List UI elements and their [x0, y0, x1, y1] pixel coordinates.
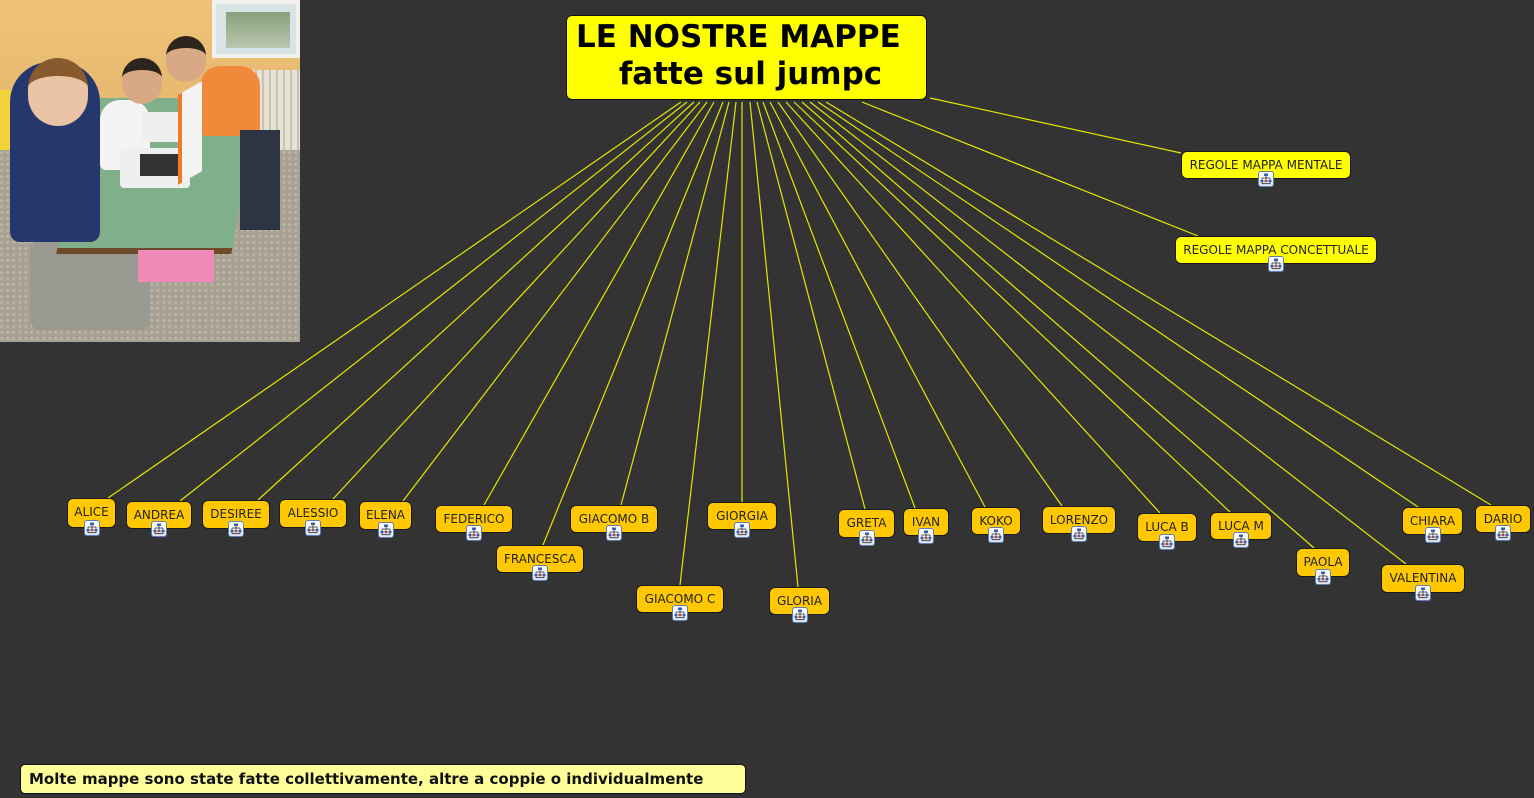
concept-map-icon[interactable] — [1258, 171, 1274, 187]
node-desiree[interactable]: DESIREE — [202, 500, 270, 537]
node-label: KOKO — [979, 514, 1013, 528]
link-desiree — [257, 101, 695, 501]
classroom-photo — [0, 0, 300, 342]
concept-map-icon[interactable] — [1315, 569, 1331, 585]
concept-map-icon[interactable] — [1233, 532, 1249, 548]
node-luca-m[interactable]: LUCA M — [1210, 512, 1272, 548]
node-label: GIACOMO B — [578, 512, 650, 526]
link-lorenzo — [777, 101, 1063, 507]
node-label: FEDERICO — [443, 512, 505, 526]
node-chiara[interactable]: CHIARA — [1402, 507, 1463, 543]
link-greta — [756, 101, 866, 510]
node-label: VALENTINA — [1389, 571, 1457, 585]
node-dario[interactable]: DARIO — [1475, 505, 1531, 541]
concept-map-icon[interactable] — [1424, 527, 1441, 543]
link-federico — [483, 101, 715, 506]
link-regole-mentale — [929, 97, 1182, 154]
concept-map-icon[interactable] — [1268, 256, 1284, 272]
central-topic[interactable]: LE NOSTRE MAPPE fatte sul jumpc — [566, 15, 927, 100]
node-label: CHIARA — [1409, 514, 1456, 528]
central-topic-title: LE NOSTRE MAPPE — [576, 19, 901, 55]
concept-map-icon[interactable] — [151, 521, 167, 537]
node-label: GLORIA — [776, 594, 823, 608]
concept-map-icon[interactable] — [672, 605, 688, 621]
node-label: GIORGIA — [716, 509, 768, 523]
node-elena[interactable]: ELENA — [359, 501, 412, 538]
node-label: FRANCESCA — [503, 552, 577, 566]
node-label: LUCA B — [1145, 520, 1189, 534]
node-label: IVAN — [911, 515, 941, 529]
node-greta[interactable]: GRETA — [838, 509, 895, 546]
node-giacomo-b[interactable]: GIACOMO B — [570, 505, 658, 541]
link-regole-concettuale — [861, 101, 1199, 237]
link-luca-m — [793, 101, 1231, 513]
node-lorenzo[interactable]: LORENZO — [1042, 506, 1116, 542]
node-valentina[interactable]: VALENTINA — [1381, 564, 1465, 601]
concept-map-icon[interactable] — [1159, 534, 1175, 550]
node-label: ELENA — [365, 508, 406, 522]
node-regole-mappa-mentale[interactable]: REGOLE MAPPA MENTALE — [1181, 151, 1351, 187]
link-ivan — [762, 101, 916, 509]
concept-map-icon[interactable] — [305, 520, 321, 536]
concept-map-icon[interactable] — [377, 522, 394, 538]
node-luca-b[interactable]: LUCA B — [1137, 513, 1197, 550]
node-label: LORENZO — [1049, 513, 1109, 527]
concept-map-icon[interactable] — [1495, 525, 1511, 541]
node-label: DARIO — [1483, 512, 1523, 526]
node-label: GIACOMO C — [644, 592, 716, 606]
link-francesca — [542, 101, 724, 546]
node-label: ALESSIO — [287, 506, 339, 520]
node-alessio[interactable]: ALESSIO — [279, 499, 347, 536]
concept-map-icon[interactable] — [918, 528, 934, 544]
link-luca-b — [785, 101, 1161, 514]
concept-map-icon[interactable] — [83, 520, 100, 536]
node-koko[interactable]: KOKO — [971, 507, 1021, 543]
link-elena — [402, 101, 708, 502]
node-label: REGOLE MAPPA MENTALE — [1189, 158, 1343, 172]
concept-map-icon[interactable] — [988, 527, 1004, 543]
link-koko — [769, 101, 986, 508]
concept-map-icon[interactable] — [1415, 585, 1431, 601]
concept-map-icon[interactable] — [466, 525, 482, 541]
concept-map-icon[interactable] — [734, 522, 750, 538]
footnote-text: Molte mappe sono state fatte collettivam… — [29, 770, 704, 788]
node-label: REGOLE MAPPA CONCETTUALE — [1183, 243, 1369, 257]
link-dario — [825, 101, 1492, 506]
node-ivan[interactable]: IVAN — [903, 508, 949, 544]
node-regole-mappa-concettuale[interactable]: REGOLE MAPPA CONCETTUALE — [1175, 236, 1377, 272]
node-label: LUCA M — [1218, 519, 1264, 533]
node-francesca[interactable]: FRANCESCA — [496, 545, 584, 581]
central-topic-subtitle: fatte sul jumpc — [618, 56, 883, 92]
node-giacomo-c[interactable]: GIACOMO C — [636, 585, 724, 621]
node-label: ANDREA — [133, 508, 185, 522]
node-label: PAOLA — [1303, 555, 1343, 569]
concept-map-icon[interactable] — [228, 521, 244, 537]
concept-map-icon[interactable] — [858, 530, 875, 546]
node-federico[interactable]: FEDERICO — [435, 505, 513, 541]
link-giacomo-b — [620, 101, 730, 506]
node-label: DESIREE — [210, 507, 262, 521]
concept-map-icon[interactable] — [1071, 526, 1087, 542]
concept-map-icon[interactable] — [606, 525, 622, 541]
node-andrea[interactable]: ANDREA — [126, 501, 192, 537]
footnote-box: Molte mappe sono state fatte collettivam… — [20, 764, 746, 794]
concept-map-icon[interactable] — [532, 565, 548, 581]
link-alessio — [332, 101, 701, 500]
node-label: GRETA — [846, 516, 887, 530]
node-alice[interactable]: ALICE — [67, 498, 116, 536]
node-giorgia[interactable]: GIORGIA — [707, 502, 777, 538]
node-gloria[interactable]: GLORIA — [769, 587, 830, 623]
node-label: ALICE — [74, 505, 109, 519]
concept-map-icon[interactable] — [791, 607, 808, 623]
node-paola[interactable]: PAOLA — [1296, 548, 1350, 585]
